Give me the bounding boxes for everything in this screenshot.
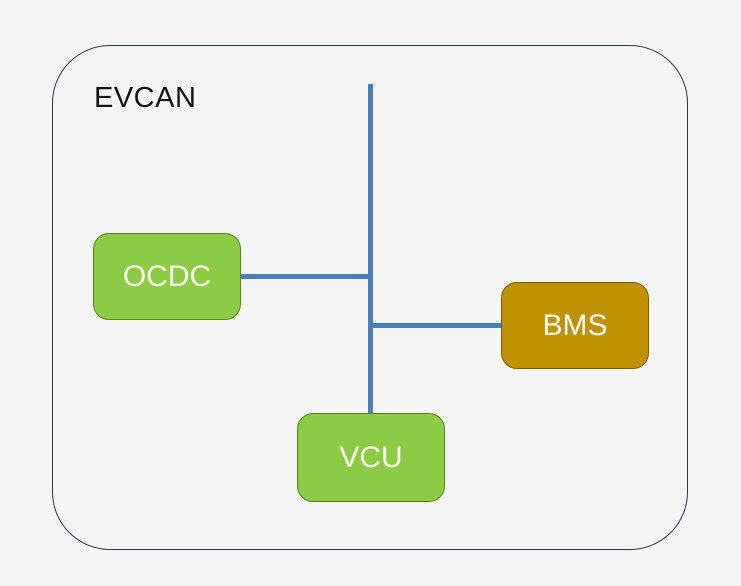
evcan-network-label: EVCAN xyxy=(94,82,197,114)
ocdc-bus-connector-line xyxy=(240,274,372,279)
bms-bus-connector-line xyxy=(370,323,502,328)
node-bms[interactable]: BMS xyxy=(501,282,649,369)
evcan-network-frame xyxy=(52,45,688,550)
node-ocdc-label: OCDC xyxy=(122,259,212,293)
node-ocdc[interactable]: OCDC xyxy=(93,233,241,320)
can-bus-vertical-line xyxy=(368,84,373,415)
node-vcu[interactable]: VCU xyxy=(297,413,445,502)
node-vcu-label: VCU xyxy=(339,440,403,474)
node-bms-label: BMS xyxy=(542,308,608,342)
